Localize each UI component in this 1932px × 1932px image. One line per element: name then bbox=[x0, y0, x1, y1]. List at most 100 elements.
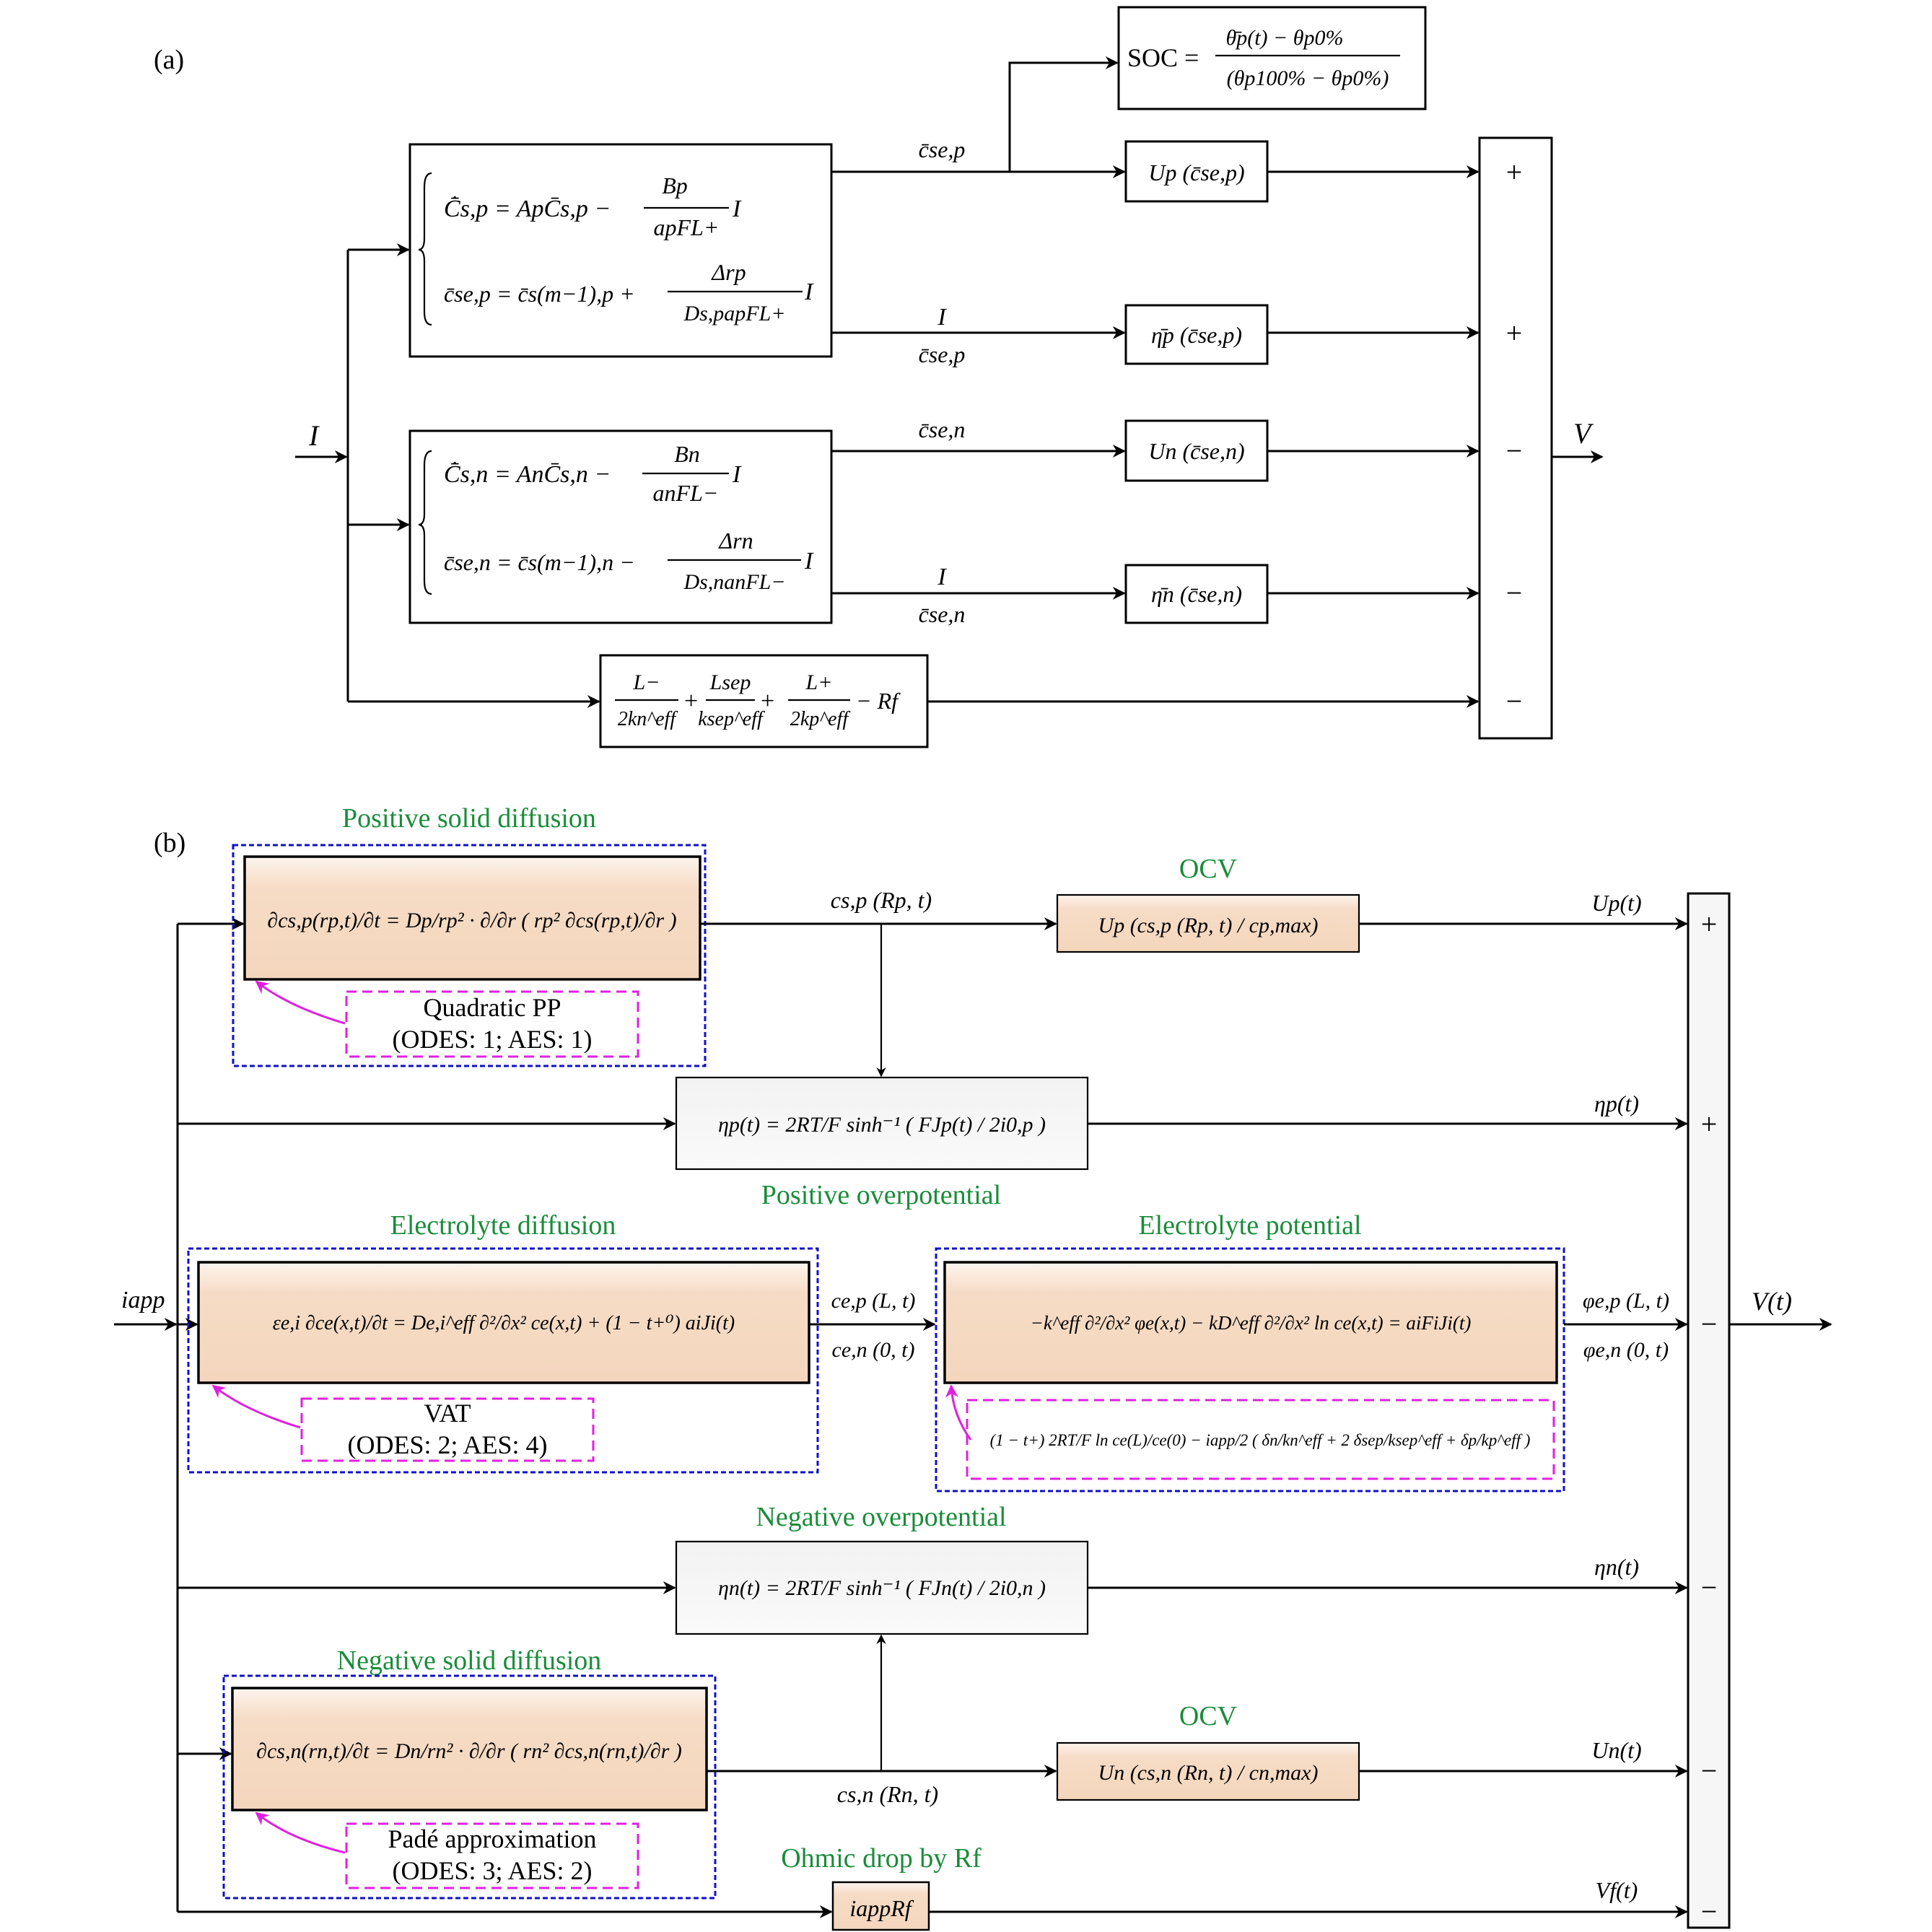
sign: + bbox=[1701, 908, 1718, 940]
signal-I-p: I bbox=[937, 304, 947, 331]
positive-eq2-num: Δrp bbox=[710, 259, 746, 285]
title-ocv-positive: OCV bbox=[1179, 854, 1238, 884]
neg-over-equation: ηn(t) = 2RT/F sinh⁻¹ ( FJn(t) / 2i0,n ) bbox=[718, 1576, 1046, 1600]
signal-cs-p: cs,p (Rp, t) bbox=[831, 887, 932, 913]
panel-a-label: (a) bbox=[154, 45, 184, 75]
soc-den: (θp100% − θp0%) bbox=[1227, 66, 1389, 90]
signal-Vf-t: Vf(t) bbox=[1596, 1877, 1638, 1903]
soc-lhs: SOC = bbox=[1127, 43, 1199, 72]
elec-pot-note-equation: (1 − t+) 2RT/F ln ce(L)/ce(0) − iapp/2 (… bbox=[990, 1431, 1531, 1449]
eta-p-block-text: η̄p (c̄se,p) bbox=[1151, 322, 1242, 348]
title-negative-solid-diffusion: Negative solid diffusion bbox=[337, 1645, 602, 1676]
res-term3-den: 2kp^eff bbox=[790, 708, 850, 730]
signal-cse-n-top: c̄se,n bbox=[919, 416, 966, 442]
neg-solid-eq-block bbox=[231, 1687, 708, 1811]
title-ocv-negative: OCV bbox=[1179, 1701, 1238, 1731]
positive-electrode-block: C̄̇s,p = ApC̄s,p − Bp apFL+ I c̄se,p = c… bbox=[408, 143, 833, 358]
res-term2-den: ksep^eff bbox=[698, 708, 765, 730]
signal-Up-t: Up(t) bbox=[1591, 890, 1641, 916]
title-negative-overpotential: Negative overpotential bbox=[756, 1502, 1006, 1532]
pos-solid-note-arrow bbox=[255, 980, 346, 1025]
panel-a: (a) I C̄̇s,p = ApC̄s,p − Bp apFL+ I c̄se… bbox=[154, 6, 1604, 748]
signal-cse-p-bottom: c̄se,p bbox=[919, 341, 966, 367]
pos-over-block bbox=[675, 1076, 1089, 1171]
ocv-positive-equation: Up (cs,p (Rp, t) / cp,max) bbox=[1098, 914, 1319, 937]
pos-solid-note-box bbox=[345, 990, 639, 1058]
res-term1-den: 2kn^eff bbox=[618, 708, 678, 730]
brace-icon bbox=[418, 172, 432, 326]
neg-solid-note-arrow bbox=[255, 1811, 346, 1854]
positive-eq1-lhs: C̄̇s,p = ApC̄s,p − bbox=[444, 196, 611, 222]
eta-n-block: η̄n (c̄se,n) bbox=[1124, 564, 1269, 624]
elec-diff-note-box bbox=[300, 1397, 595, 1462]
Up-block: Up (c̄se,p) bbox=[1124, 140, 1269, 203]
sign: + bbox=[1506, 317, 1523, 349]
sign: − bbox=[1701, 1571, 1718, 1604]
input-current-label: I bbox=[308, 419, 320, 452]
panel-b-label: (b) bbox=[154, 828, 185, 858]
output-Vt-label: V(t) bbox=[1752, 1287, 1792, 1316]
neg-solid-note-method: Padé approximation bbox=[388, 1824, 597, 1853]
neg-solid-equation: ∂cs,n(rn,t)/∂t = Dn/rn² · ∂/∂r ( rn² ∂cs… bbox=[256, 1739, 682, 1763]
negative-eq2-lhs: c̄se,n = c̄s(m−1),n − bbox=[444, 549, 635, 575]
brace-icon bbox=[418, 450, 432, 595]
elec-diff-note-arrow bbox=[211, 1384, 301, 1429]
signal-I-n: I bbox=[937, 564, 947, 590]
eta-n-block-text: η̄n (c̄se,n) bbox=[1151, 581, 1242, 607]
elec-pot-equation: −k^eff ∂²/∂x² φe(x,t) − kD^eff ∂²/∂x² ln… bbox=[1031, 1312, 1472, 1334]
signal-eta-n-t: ηn(t) bbox=[1594, 1554, 1639, 1580]
summing-junction-b: + + − − − − bbox=[1687, 892, 1731, 1929]
sign: + bbox=[1506, 156, 1523, 188]
sign: + bbox=[1701, 1108, 1718, 1140]
soc-num: θ̄p(t) − θp0% bbox=[1225, 26, 1343, 50]
res-op2: + bbox=[761, 688, 774, 714]
title-electrolyte-potential: Electrolyte potential bbox=[1138, 1210, 1361, 1241]
title-positive-overpotential: Positive overpotential bbox=[761, 1180, 1001, 1210]
negative-eq2-num: Δrn bbox=[717, 528, 753, 554]
pos-solid-group bbox=[232, 844, 707, 1067]
sign: − bbox=[1506, 434, 1523, 467]
negative-eq2-den: Ds,nanFL− bbox=[683, 570, 785, 594]
signal-Un-t: Un(t) bbox=[1591, 1737, 1641, 1763]
panel-b: (b) iapp Positive solid diffusion ∂cs,p(… bbox=[114, 803, 1832, 1931]
title-ohmic-drop: Ohmic drop by Rf bbox=[781, 1843, 982, 1874]
signal-cse-n-bottom: c̄se,n bbox=[919, 601, 966, 627]
sign: − bbox=[1506, 685, 1523, 717]
res-op1: + bbox=[684, 688, 698, 714]
negative-eq1-lhs: C̄̇s,n = AnC̄s,n − bbox=[444, 461, 611, 488]
signal-cs-n: cs,n (Rn, t) bbox=[837, 1781, 938, 1807]
elec-pot-note-arrow bbox=[945, 1384, 972, 1441]
ohmic-block bbox=[831, 1881, 930, 1931]
resistance-block: L− 2kn^eff + Lsep ksep^eff + L+ 2kp^eff … bbox=[599, 654, 929, 748]
positive-eq1-den: apFL+ bbox=[654, 214, 720, 240]
signal-ce-p: ce,p (L, t) bbox=[831, 1289, 916, 1313]
res-term3-num: L+ bbox=[805, 670, 833, 694]
signal-ce-n: ce,n (0, t) bbox=[832, 1338, 915, 1362]
ocv-positive-block bbox=[1056, 893, 1360, 953]
signal-cse-p-top: c̄se,p bbox=[919, 136, 966, 162]
eta-p-block: η̄p (c̄se,p) bbox=[1124, 304, 1269, 365]
neg-solid-note-box bbox=[345, 1822, 639, 1889]
cse-p-to-soc-arrow bbox=[1008, 56, 1119, 172]
ocv-negative-equation: Un (cs,n (Rn, t) / cn,max) bbox=[1098, 1761, 1319, 1785]
elec-diff-eq-block bbox=[197, 1261, 810, 1384]
sign: − bbox=[1701, 1895, 1718, 1928]
title-electrolyte-diffusion: Electrolyte diffusion bbox=[390, 1210, 616, 1241]
negative-electrode-block: C̄̇s,n = AnC̄s,n − Bn anFL− I c̄se,n = c… bbox=[408, 429, 833, 624]
summing-junction-a: + + − − − bbox=[1478, 136, 1553, 740]
pos-solid-eq-block bbox=[243, 855, 701, 981]
Up-block-text: Up (c̄se,p) bbox=[1148, 159, 1244, 185]
positive-eq1-tail: I bbox=[732, 196, 742, 222]
positive-eq2-den: Ds,papFL+ bbox=[683, 302, 785, 325]
pos-solid-equation: ∂cs,p(rp,t)/∂t = Dp/rp² · ∂/∂r ( rp² ∂cs… bbox=[267, 909, 676, 932]
elec-diff-note-counts: (ODES: 2; AES: 4) bbox=[347, 1430, 547, 1459]
Un-block-text: Un (c̄se,n) bbox=[1148, 438, 1244, 464]
elec-diff-note-method: VAT bbox=[424, 1399, 471, 1428]
Un-block: Un (c̄se,n) bbox=[1124, 419, 1269, 482]
pos-over-equation: ηp(t) = 2RT/F sinh⁻¹ ( FJp(t) / 2i0,p ) bbox=[718, 1113, 1046, 1137]
positive-eq2-tail: I bbox=[804, 279, 814, 305]
negative-eq1-tail: I bbox=[732, 461, 742, 488]
elec-pot-note-box bbox=[966, 1399, 1555, 1480]
positive-eq1-num: Bp bbox=[662, 172, 688, 198]
